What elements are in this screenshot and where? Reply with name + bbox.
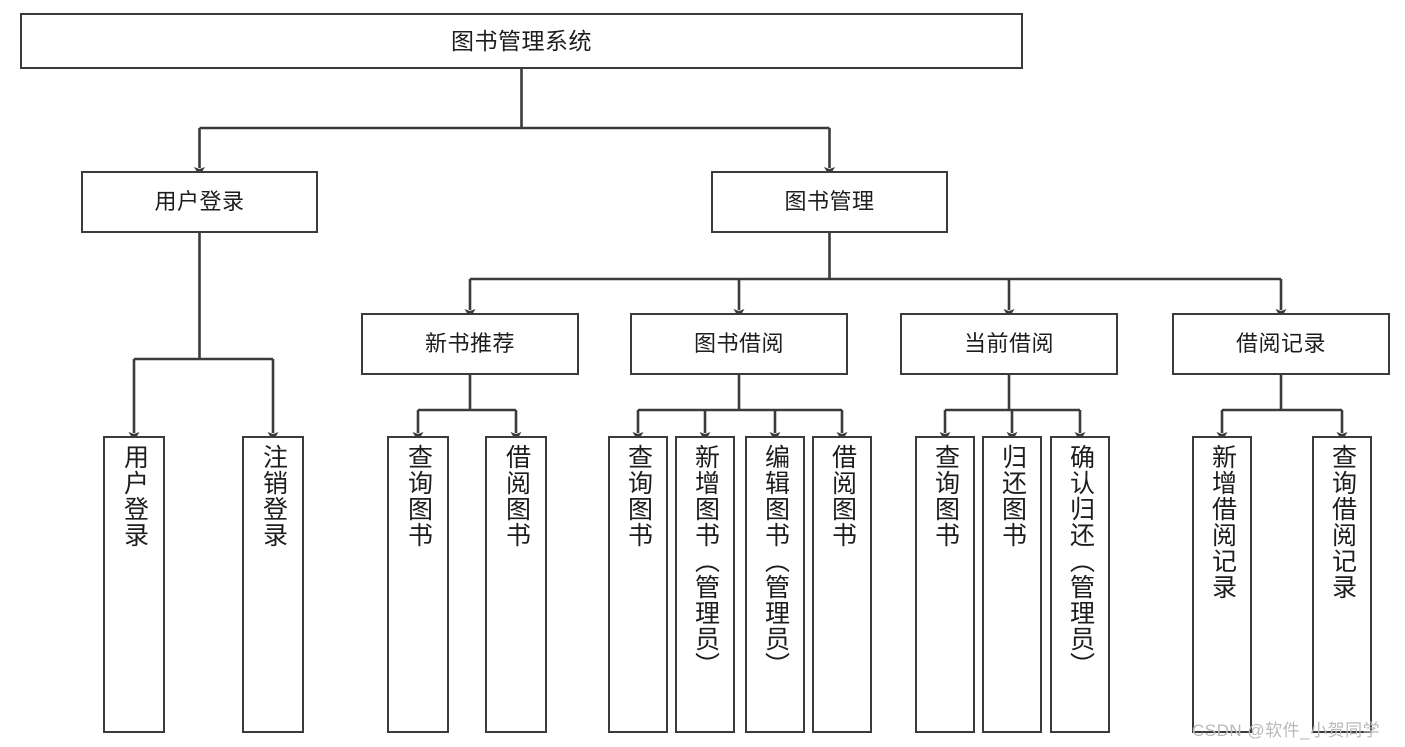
node-root: 图书管理系统 <box>20 13 1023 69</box>
node-label: 借阅图书 <box>502 444 531 548</box>
node-l2b: 图书借阅 <box>630 313 848 375</box>
node-label: 图书管理系统 <box>451 27 592 54</box>
node-leaf03: 查询图书 <box>387 436 449 733</box>
node-label: 图书管理 <box>784 189 875 215</box>
node-l1a: 用户登录 <box>81 171 318 233</box>
node-label: 借阅记录 <box>1235 331 1326 357</box>
node-leaf08: 借阅图书 <box>812 436 872 733</box>
csdn-watermark: CSDN @软件_小贺同学 <box>1192 721 1381 740</box>
node-label: 编辑图书（管理员） <box>761 444 790 678</box>
node-label: 新书推荐 <box>424 331 515 357</box>
node-label: 借阅图书 <box>828 444 857 548</box>
node-l1b: 图书管理 <box>711 171 948 233</box>
node-label: 用户登录 <box>154 189 245 215</box>
node-l2a: 新书推荐 <box>361 313 579 375</box>
node-leaf13: 查询借阅记录 <box>1312 436 1372 733</box>
node-label: 查询图书 <box>404 444 433 548</box>
node-label: 归还图书 <box>998 444 1027 548</box>
node-leaf04: 借阅图书 <box>485 436 547 733</box>
node-label: 当前借阅 <box>963 331 1054 357</box>
node-label: 新增图书（管理员） <box>691 444 720 678</box>
node-leaf06: 新增图书（管理员） <box>675 436 735 733</box>
node-l2c: 当前借阅 <box>900 313 1118 375</box>
node-label: 查询图书 <box>624 444 653 548</box>
node-leaf02: 注销登录 <box>242 436 304 733</box>
node-l2d: 借阅记录 <box>1172 313 1390 375</box>
node-leaf10: 归还图书 <box>982 436 1042 733</box>
node-label: 新增借阅记录 <box>1208 444 1237 600</box>
node-label: 图书借阅 <box>693 331 784 357</box>
node-label: 查询借阅记录 <box>1328 444 1357 600</box>
node-label: 用户登录 <box>120 444 149 548</box>
node-label: 确认归还（管理员） <box>1066 444 1095 678</box>
node-label: 查询图书 <box>931 444 960 548</box>
node-leaf11: 确认归还（管理员） <box>1050 436 1110 733</box>
node-leaf01: 用户登录 <box>103 436 165 733</box>
node-leaf12: 新增借阅记录 <box>1192 436 1252 733</box>
node-leaf09: 查询图书 <box>915 436 975 733</box>
node-leaf07: 编辑图书（管理员） <box>745 436 805 733</box>
node-leaf05: 查询图书 <box>608 436 668 733</box>
node-label: 注销登录 <box>259 444 288 548</box>
